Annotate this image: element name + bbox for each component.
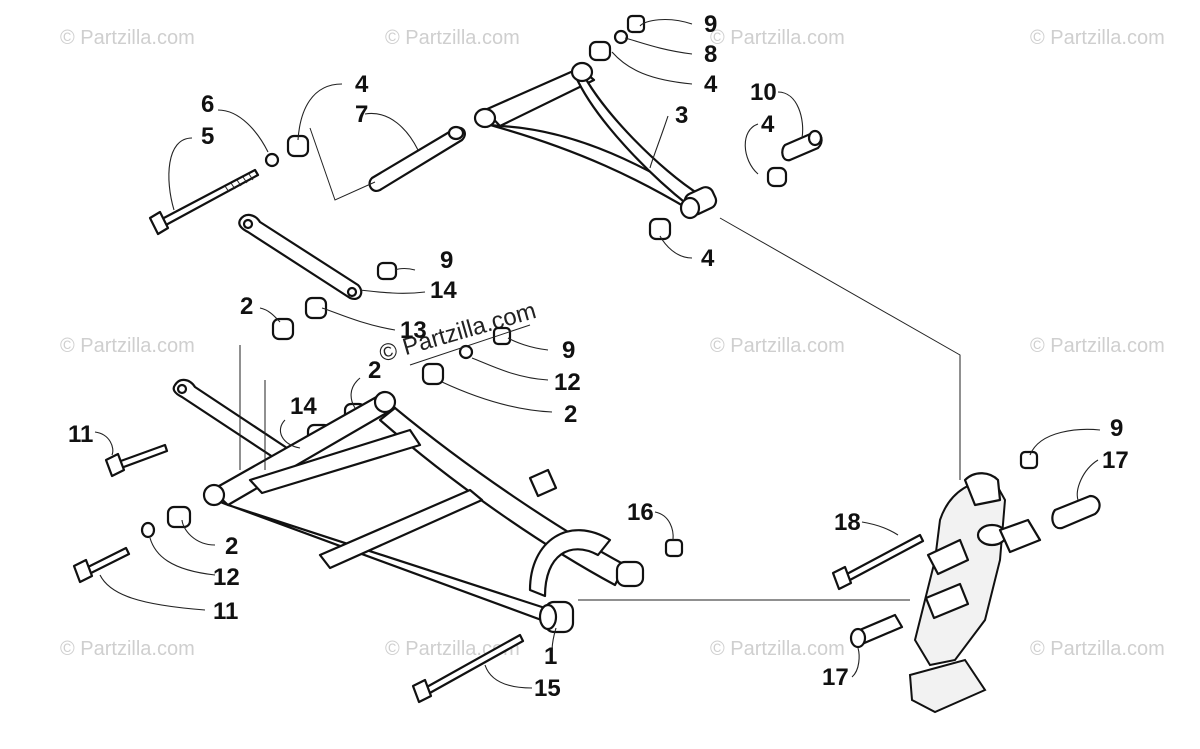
callout-label: 8 (704, 41, 717, 68)
callout-label: 18 (834, 509, 861, 536)
bushing-icon (421, 362, 445, 386)
callout-label: 4 (761, 111, 775, 138)
watermark-text: © Partzilla.com (710, 27, 845, 49)
bushing-icon (304, 296, 328, 320)
callout-label: 10 (750, 79, 777, 106)
watermark-text: © Partzilla.com (710, 335, 845, 357)
nut-icon (626, 14, 646, 34)
bushing-icon (166, 505, 192, 529)
callout-label: 2 (564, 401, 577, 428)
bushing-icon (766, 166, 788, 188)
watermark-text: © Partzilla.com (385, 27, 520, 49)
pivot-pin-icon (1051, 494, 1101, 530)
callout-label: 12 (213, 564, 240, 591)
nut-icon (376, 261, 398, 281)
washer-icon (613, 29, 629, 45)
callout-label: 15 (534, 675, 561, 702)
bushing-icon (648, 217, 672, 241)
callout-labels: 9 8 4 3 4 7 6 5 10 4 4 9 14 2 13 9 2 12 … (68, 11, 1129, 702)
callout-label: 4 (701, 245, 715, 272)
callout-label: 4 (355, 71, 369, 98)
callout-label: 6 (201, 91, 214, 118)
callout-label: 9 (562, 337, 575, 364)
watermark-text: © Partzilla.com (1030, 27, 1165, 49)
callout-label: 14 (290, 393, 317, 420)
callout-label: 9 (704, 11, 717, 38)
callout-label: 4 (704, 71, 718, 98)
upper-a-arm (473, 61, 718, 220)
watermark-text: © Partzilla.com (60, 27, 195, 49)
callout-label: 14 (430, 277, 457, 304)
nut-icon (664, 538, 684, 558)
nut-icon (1019, 450, 1039, 470)
callout-label: 7 (355, 101, 368, 128)
watermark-text: © Partzilla.com (60, 335, 195, 357)
lower-hardware (140, 261, 1039, 558)
callout-label: 2 (240, 293, 253, 320)
callout-label: 1 (544, 643, 557, 670)
bushing-icon (588, 40, 612, 62)
washer-icon (264, 152, 280, 168)
watermark-text: © Partzilla.com (1030, 638, 1165, 660)
watermark-text: © Partzilla.com (710, 638, 845, 660)
watermark-text: © Partzilla.com (60, 638, 195, 660)
upper-bolt (148, 168, 260, 236)
callout-label: 11 (213, 598, 238, 625)
callout-label: 2 (368, 357, 381, 384)
lower-bolts (72, 443, 925, 704)
callout-label: 17 (822, 664, 849, 691)
callout-label: 12 (554, 369, 581, 396)
shock-link-upper (238, 213, 363, 300)
callout-label: 2 (225, 533, 238, 560)
lower-a-arm (202, 390, 645, 634)
watermark-text: © Partzilla.com (1030, 335, 1165, 357)
callout-label: 3 (675, 102, 688, 129)
spindle-knuckle (849, 472, 1101, 714)
callout-label: 9 (440, 247, 453, 274)
callout-label: 16 (627, 499, 654, 526)
leader-lines (94, 18, 1101, 689)
bushing-icon (271, 317, 295, 341)
nut-icon (492, 326, 512, 346)
callout-label: 13 (400, 317, 427, 344)
callout-label: 11 (68, 421, 93, 448)
callout-label: 9 (1110, 415, 1123, 442)
callout-label: 17 (1102, 447, 1129, 474)
washer-icon (140, 521, 156, 539)
upper-hardware (264, 14, 823, 241)
callout-label: 5 (201, 123, 214, 150)
assembly-lines (239, 127, 961, 601)
shock-link-lower (172, 378, 295, 466)
